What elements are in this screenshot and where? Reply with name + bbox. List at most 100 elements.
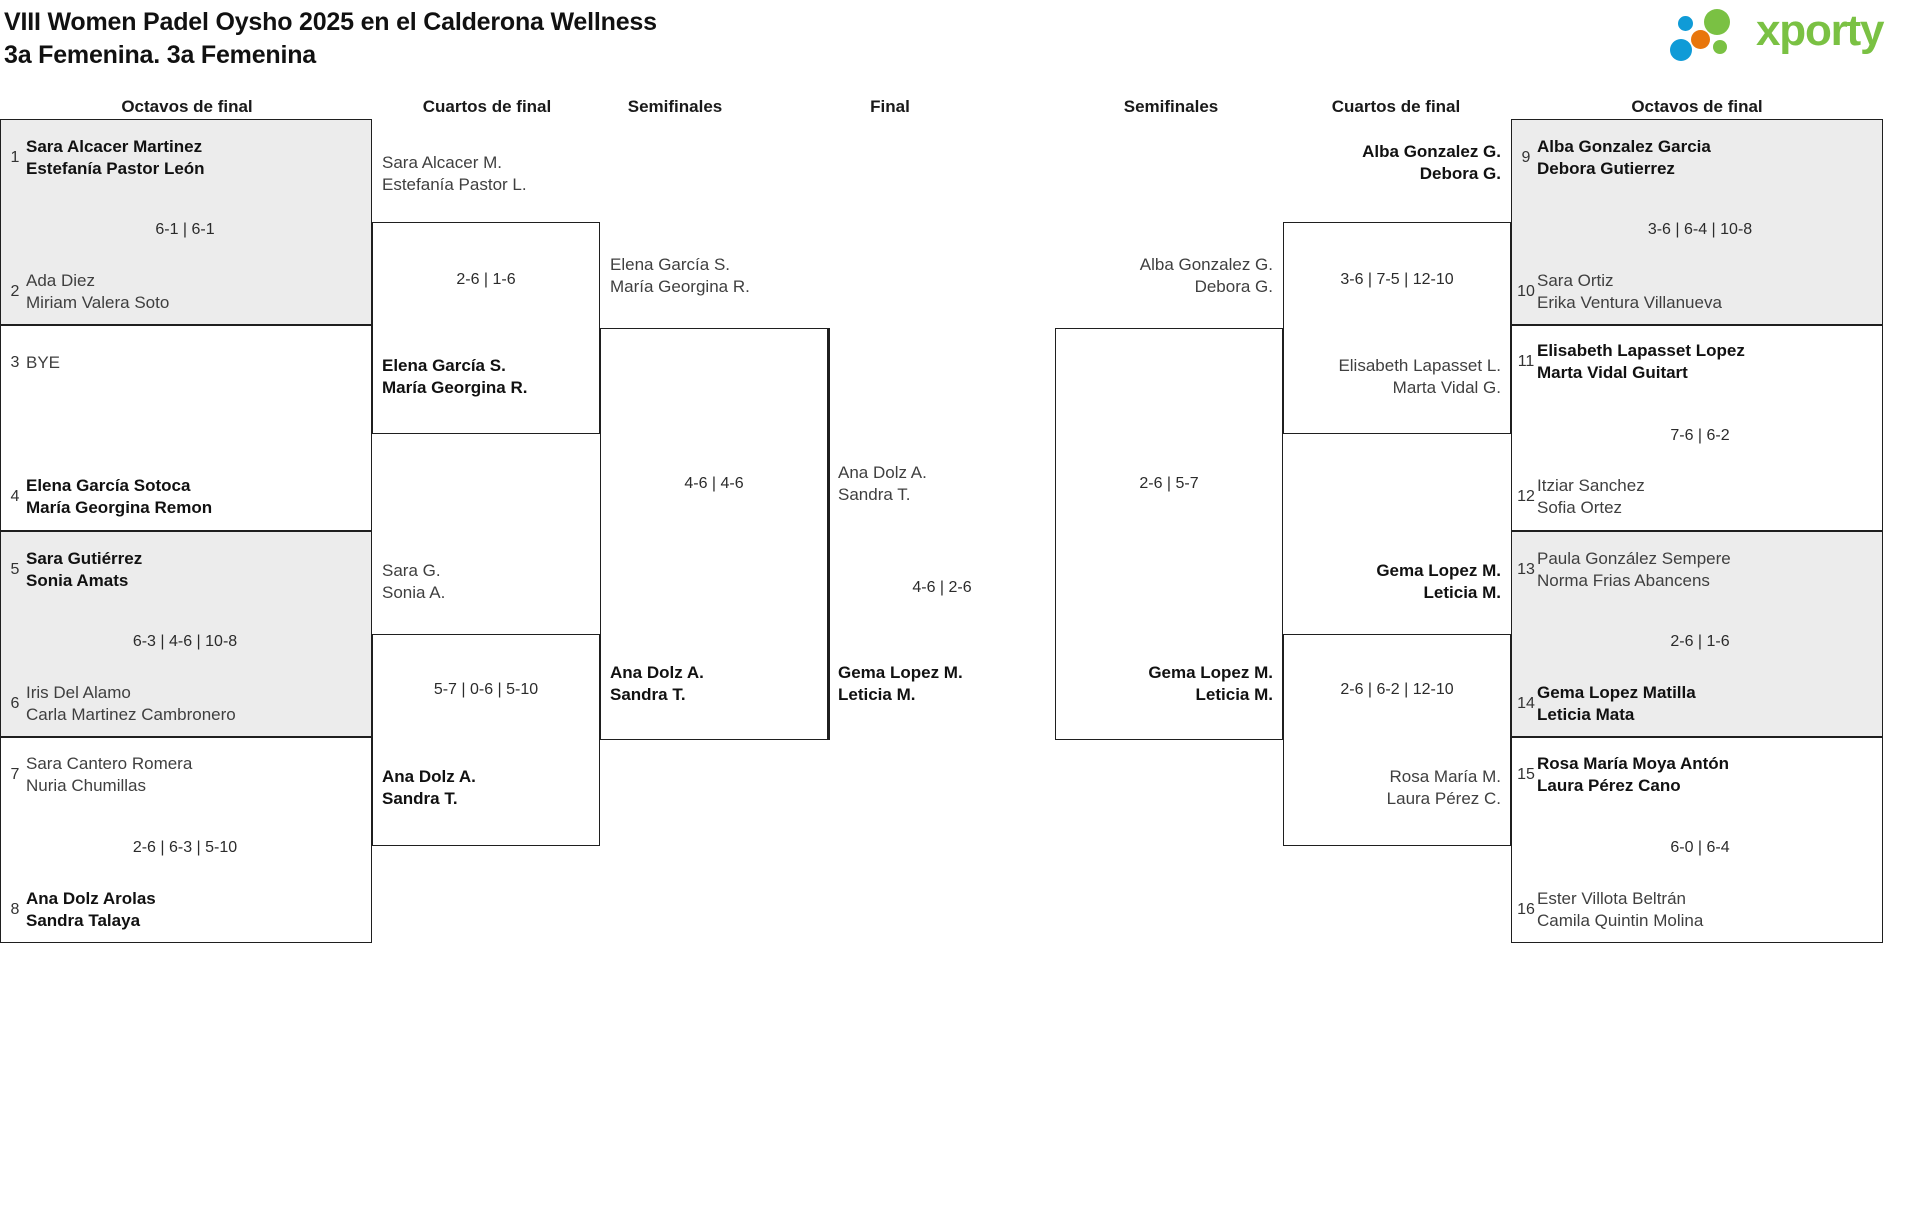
left-r16-team-8[interactable]: 8 Ana Dolz Arolas Sandra Talaya — [4, 888, 364, 932]
right-r16-match-1-box[interactable] — [1511, 119, 1883, 325]
round-header-final: Final — [870, 97, 910, 116]
left-sf-top-team[interactable]: Elena García S. María Georgina R. — [610, 254, 750, 298]
left-qf-match-1-bottom-team[interactable]: Elena García S. María Georgina R. — [382, 355, 527, 399]
player-name-2: Sandra Talaya — [26, 911, 141, 931]
player-name-2: Sonia Amats — [26, 571, 129, 591]
right-r16-match-2-score: 7-6 | 6-2 — [1670, 427, 1730, 444]
right-qf-match-2-top-team[interactable]: Gema Lopez M. Leticia M. — [1293, 560, 1501, 604]
left-r16-team-3[interactable]: 3 BYE — [4, 352, 364, 374]
left-r16-team-7[interactable]: 7 Sara Cantero Romera Nuria Chumillas — [4, 753, 364, 797]
right-sf-bottom-team[interactable]: Gema Lopez M. Leticia M. — [1065, 662, 1273, 706]
right-qf-match-2-bottom-team[interactable]: Rosa María M. Laura Pérez C. — [1293, 766, 1501, 810]
player-name-2: Marta Vidal G. — [1392, 378, 1501, 398]
right-r16-match-4-box[interactable] — [1511, 737, 1883, 943]
right-qf-match-1-bottom-team[interactable]: Elisabeth Lapasset L. Marta Vidal G. — [1293, 355, 1501, 399]
seed-number: 8 — [10, 900, 20, 918]
player-name-2: Sandra T. — [838, 485, 911, 505]
right-r16-match-1-score: 3-6 | 6-4 | 10-8 — [1647, 221, 1753, 238]
right-r16-team-15[interactable]: 15 Rosa María Moya Antón Laura Pérez Can… — [1515, 753, 1875, 797]
left-r16-team-1[interactable]: 1 Sara Alcacer Martinez Estefanía Pastor… — [4, 136, 364, 180]
player-name-2: Leticia M. — [838, 685, 916, 705]
player-name-1: Paula González Sempere — [1537, 549, 1731, 568]
right-r16-match-3-score: 2-6 | 1-6 — [1670, 633, 1730, 650]
player-name-2: Sonia A. — [382, 583, 446, 603]
left-qf-match-2-top-team[interactable]: Sara G. Sonia A. — [382, 560, 445, 604]
right-qf-match-2-box[interactable] — [1283, 634, 1511, 846]
final-bottom-team[interactable]: Gema Lopez M. Leticia M. — [838, 662, 963, 706]
right-sf-score: 2-6 | 5-7 — [1139, 475, 1199, 492]
round-header-right-sf: Semifinales — [1123, 97, 1219, 116]
left-r16-team-2[interactable]: 2 Ada Diez Miriam Valera Soto — [4, 270, 364, 314]
right-r16-team-12[interactable]: 12 Itziar Sanchez Sofia Ortez — [1515, 475, 1875, 519]
player-name-2: Sofia Ortez — [1537, 498, 1623, 518]
player-name-2: Debora G. — [1194, 277, 1273, 297]
seed-number: 1 — [10, 148, 20, 166]
player-name-1: Ana Dolz A. — [838, 463, 927, 482]
player-name-1: Gema Lopez M. — [1376, 561, 1501, 580]
right-sf-match-box[interactable] — [1055, 328, 1283, 740]
player-name-1: Elena García S. — [610, 255, 731, 274]
left-qf-match-2-box[interactable] — [372, 634, 600, 846]
seed-number: 5 — [10, 560, 20, 578]
left-r16-match-4-box[interactable] — [0, 737, 372, 943]
player-name-2: María Georgina Remon — [26, 498, 213, 518]
player-name-2: Laura Pérez Cano — [1537, 776, 1681, 796]
player-name-2: Leticia M. — [1423, 583, 1501, 603]
left-sf-bottom-team[interactable]: Ana Dolz A. Sandra T. — [610, 662, 704, 706]
xporty-logo: xporty — [1664, 6, 1914, 62]
right-qf-match-1-top-team[interactable]: Alba Gonzalez G. Debora G. — [1293, 141, 1501, 185]
player-name-2: Camila Quintin Molina — [1537, 911, 1704, 931]
right-sf-top-team[interactable]: Alba Gonzalez G. Debora G. — [1065, 254, 1273, 298]
seed-number: 14 — [1517, 694, 1535, 712]
logo-dot-orange — [1691, 30, 1710, 49]
left-qf-match-1-box[interactable] — [372, 222, 600, 434]
left-r16-team-4[interactable]: 4 Elena García Sotoca María Georgina Rem… — [4, 475, 364, 519]
left-r16-match-4-score: 2-6 | 6-3 | 5-10 — [132, 839, 238, 856]
player-name-1: Elisabeth Lapasset Lopez — [1537, 341, 1745, 360]
player-name-1: Gema Lopez M. — [838, 663, 963, 682]
left-r16-match-3-box[interactable] — [0, 531, 372, 737]
player-name-1: Rosa María M. — [1389, 767, 1501, 786]
player-name-1: Sara Alcacer Martinez — [26, 137, 203, 156]
right-r16-team-16[interactable]: 16 Ester Villota Beltrán Camila Quintin … — [1515, 888, 1875, 932]
left-sf-match-box[interactable] — [600, 328, 828, 740]
left-qf-match-1-top-team[interactable]: Sara Alcacer M. Estefanía Pastor L. — [382, 152, 527, 196]
logo-dot-green-large — [1704, 9, 1730, 35]
right-r16-team-11[interactable]: 11 Elisabeth Lapasset Lopez Marta Vidal … — [1515, 340, 1875, 384]
right-r16-team-13[interactable]: 13 Paula González Sempere Norma Frias Ab… — [1515, 548, 1875, 592]
seed-number: 2 — [10, 282, 20, 300]
player-name-2: Debora G. — [1419, 164, 1501, 184]
logo-dot-blue-small — [1678, 16, 1693, 31]
left-r16-match-2-box[interactable] — [0, 325, 372, 531]
seed-number: 6 — [10, 694, 20, 712]
left-r16-team-5[interactable]: 5 Sara Gutiérrez Sonia Amats — [4, 548, 364, 592]
round-header-right-qf: Cuartos de final — [1331, 97, 1461, 116]
final-score: 4-6 | 2-6 — [912, 579, 972, 596]
right-qf-match-1-box[interactable] — [1283, 222, 1511, 434]
player-name-1: Rosa María Moya Antón — [1537, 754, 1730, 773]
right-r16-team-14[interactable]: 14 Gema Lopez Matilla Leticia Mata — [1515, 682, 1875, 726]
left-r16-match-1-box[interactable] — [0, 119, 372, 325]
player-name-1: Iris Del Alamo — [26, 683, 131, 702]
page-title: VIII Women Padel Oysho 2025 en el Calder… — [4, 8, 657, 69]
player-name-1: Ana Dolz A. — [610, 663, 704, 682]
final-top-team[interactable]: Ana Dolz A. Sandra T. — [838, 462, 927, 506]
seed-number: 9 — [1521, 148, 1531, 166]
right-r16-match-3-box[interactable] — [1511, 531, 1883, 737]
left-qf-match-2-bottom-team[interactable]: Ana Dolz A. Sandra T. — [382, 766, 476, 810]
right-r16-team-10[interactable]: 10 Sara Ortiz Erika Ventura Villanueva — [1515, 270, 1875, 314]
player-name-2: Leticia Mata — [1537, 705, 1635, 725]
player-name-1: Itziar Sanchez — [1537, 476, 1645, 495]
final-left-vertical-line — [828, 328, 830, 740]
player-name-1: BYE — [26, 353, 61, 372]
left-qf-match-2-score: 5-7 | 0-6 | 5-10 — [433, 681, 539, 698]
player-name-1: Elena García Sotoca — [26, 476, 191, 495]
logo-dot-green-small — [1713, 40, 1727, 54]
right-r16-match-4-score: 6-0 | 6-4 — [1670, 839, 1730, 856]
left-r16-team-6[interactable]: 6 Iris Del Alamo Carla Martinez Cambrone… — [4, 682, 364, 726]
right-r16-match-2-box[interactable] — [1511, 325, 1883, 531]
player-name-2: María Georgina R. — [382, 378, 528, 398]
player-name-1: Elena García S. — [382, 356, 506, 375]
player-name-1: Elisabeth Lapasset L. — [1338, 356, 1501, 375]
right-r16-team-9[interactable]: 9 Alba Gonzalez Garcia Debora Gutierrez — [1515, 136, 1875, 180]
